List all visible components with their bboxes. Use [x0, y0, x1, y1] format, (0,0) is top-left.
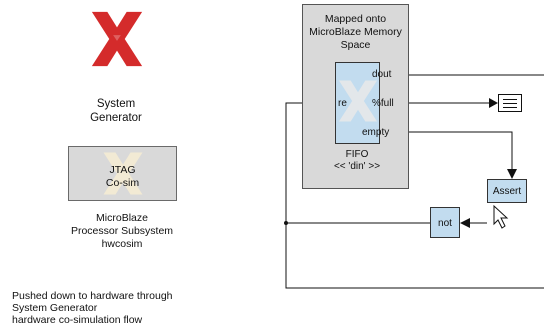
xilinx-logo-icon: [91, 11, 143, 67]
arrow-to-assert: [507, 169, 517, 179]
mapped-line-3: Space: [340, 39, 371, 51]
jtag-block-label: JTAG Co-sim: [69, 164, 176, 190]
display-line-icon: [503, 107, 517, 108]
assert-block[interactable]: Assert: [487, 179, 527, 203]
hardware-flow-note: Pushed down to hardware through System G…: [12, 290, 272, 326]
mapped-memory-region: Mapped onto MicroBlaze Memory Space: [302, 4, 409, 189]
fifo-caption: FIFO << 'din' >>: [318, 149, 396, 173]
fifo-port-re: re: [338, 98, 347, 109]
assert-label: Assert: [492, 186, 522, 197]
display-line-icon: [503, 99, 517, 100]
fifo-subtitle: << 'din' >>: [333, 161, 381, 172]
display-block[interactable]: [498, 94, 522, 112]
junction-dot: [284, 221, 288, 225]
note-line-3: hardware co-simulation flow: [12, 314, 143, 326]
wire-empty: [380, 131, 513, 170]
mb-line-3: hwcosim: [101, 238, 143, 250]
fifo-name: FIFO: [345, 149, 369, 160]
sysgen-line-2: Generator: [90, 112, 142, 124]
mb-line-1: MicroBlaze: [96, 212, 148, 224]
fifo-port-empty: empty: [362, 127, 390, 138]
jtag-line-2: Co-sim: [105, 177, 140, 189]
arrow-to-scope: [489, 98, 498, 108]
jtag-line-1: JTAG: [109, 164, 136, 176]
xilinx-watermark-icon: [103, 152, 143, 195]
fifo-port-full: %full: [372, 98, 394, 109]
display-line-icon: [503, 103, 517, 104]
microblaze-subsystem-label: MicroBlaze Processor Subsystem hwcosim: [52, 212, 192, 251]
jtag-cosim-block[interactable]: JTAG Co-sim: [68, 146, 177, 201]
not-block[interactable]: not: [430, 207, 460, 238]
wire-outer-loop: [285, 223, 544, 289]
mapped-line-1: Mapped onto: [324, 13, 387, 25]
note-line-1: Pushed down to hardware through: [12, 290, 173, 302]
fifo-port-dout: dout: [372, 69, 392, 80]
mb-line-2: Processor Subsystem: [70, 225, 174, 237]
not-label: not: [438, 218, 452, 229]
mapped-region-label: Mapped onto MicroBlaze Memory Space: [303, 13, 408, 52]
arrow-to-not: [460, 218, 470, 228]
mapped-line-2: MicroBlaze Memory: [309, 26, 402, 38]
xilinx-watermark-icon: [338, 80, 378, 122]
cursor-icon: [493, 204, 509, 229]
fifo-block[interactable]: [335, 62, 380, 144]
note-line-2: System Generator: [12, 302, 98, 314]
system-generator-label: System Generator: [70, 97, 162, 125]
sysgen-line-1: System: [96, 98, 136, 110]
